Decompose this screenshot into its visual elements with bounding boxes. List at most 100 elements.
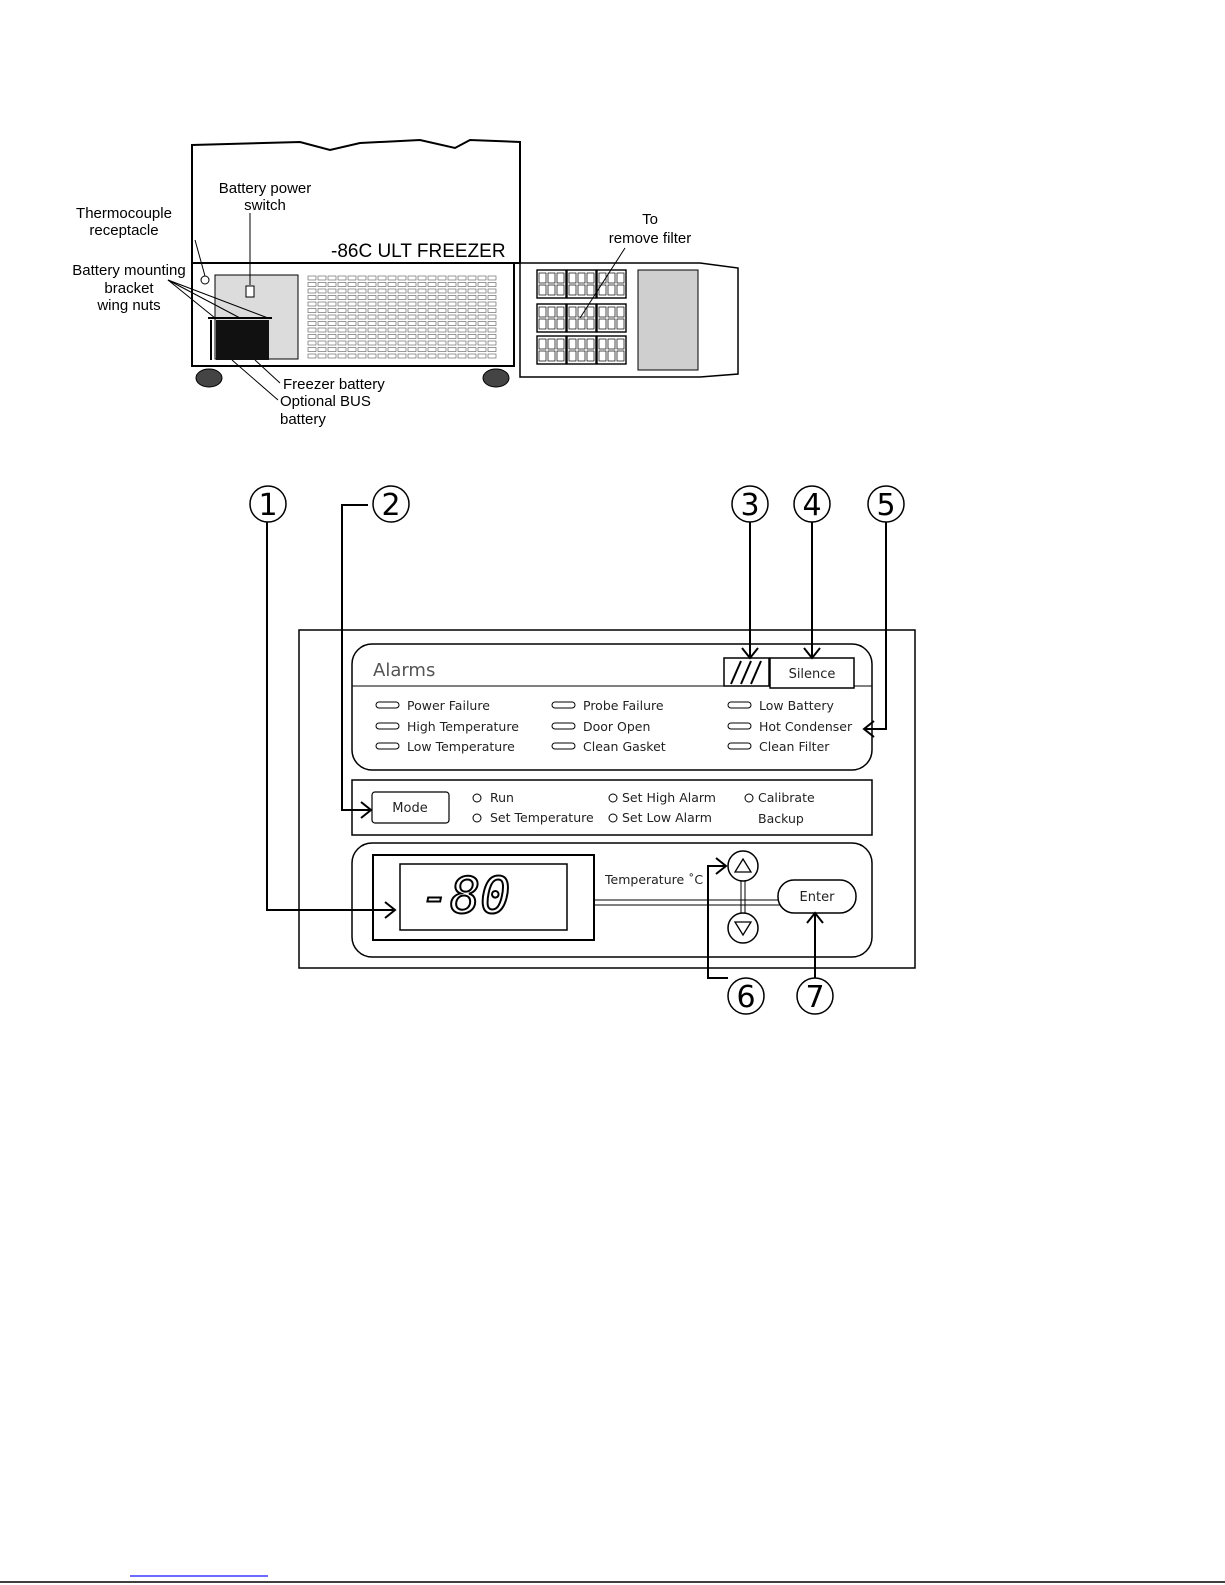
callout-5-number: 5 (876, 488, 895, 523)
grille-slot (487, 347, 497, 352)
run-indicator (472, 793, 482, 803)
grille-slot (327, 340, 337, 346)
grille-slot (347, 288, 357, 294)
grille-slot (477, 334, 487, 339)
bus-battery-label-1: Optional BUS (280, 393, 371, 410)
caster-right (482, 368, 510, 388)
grille-slot (427, 288, 437, 294)
grille-slot (337, 301, 347, 307)
bus-battery-label-2: battery (280, 411, 326, 428)
mode-button[interactable] (371, 791, 450, 824)
filter-cell (547, 318, 556, 330)
grille-slot (487, 301, 497, 307)
grille-slot (387, 353, 397, 359)
filter-cell (607, 306, 616, 318)
grille-slot (447, 282, 457, 287)
grille-slot (307, 308, 317, 313)
grille-slot (467, 353, 477, 359)
filter-cell (538, 338, 547, 350)
grille-slot (387, 347, 397, 352)
grille-slot (377, 321, 387, 326)
callout-6-leader (707, 865, 728, 979)
grille-slot (397, 295, 407, 300)
grille-slot (397, 301, 407, 307)
grille-slot (487, 282, 497, 287)
grille-slot (337, 353, 347, 359)
grille-slot (307, 301, 317, 307)
grille-slot (437, 301, 447, 307)
grille-slot (417, 288, 427, 294)
grille-slot (487, 340, 497, 346)
alarm-led (727, 701, 752, 709)
filter-cell (568, 284, 577, 296)
grille-slot (377, 275, 387, 281)
silence-button-label: Silence (789, 667, 836, 682)
grille-slot (477, 282, 487, 287)
grille-slot (467, 308, 477, 313)
grille-slot (307, 275, 317, 281)
temperature-unit-label: Temperature ˚C (604, 872, 703, 887)
mode-set-low-alarm: Set Low Alarm (622, 810, 712, 825)
grille-slot (317, 327, 327, 333)
filter-cell (556, 318, 565, 330)
silence-button[interactable] (769, 657, 855, 689)
grille-slot (347, 282, 357, 287)
grille-slot (487, 334, 497, 339)
grille-slot (347, 353, 357, 359)
filter-cell (547, 306, 556, 318)
grille-slot (407, 282, 417, 287)
grille-slot (477, 321, 487, 326)
grille-slot (367, 295, 377, 300)
up-arrow-button[interactable] (727, 850, 759, 882)
enter-button-label: Enter (800, 890, 836, 905)
grille-slot (457, 295, 467, 300)
down-arrow-button[interactable] (727, 912, 759, 944)
grille-slot (387, 327, 397, 333)
grille-slot (367, 347, 377, 352)
grille-slot (327, 321, 337, 326)
grille-slot (307, 321, 317, 326)
grille-slot (387, 301, 397, 307)
grille-slot (367, 301, 377, 307)
grille-slot (397, 308, 407, 313)
grille-slot (457, 321, 467, 326)
grille-slot (467, 288, 477, 294)
enter-button[interactable] (777, 879, 857, 914)
grille-slot (347, 347, 357, 352)
mode-backup: Backup (758, 811, 804, 826)
grille-slot (437, 314, 447, 320)
alarm-led (375, 742, 400, 750)
filter-cell (586, 284, 595, 296)
grille-slot (387, 334, 397, 339)
filter-cell (568, 272, 577, 284)
grille-slot (487, 308, 497, 313)
grille-slot (367, 353, 377, 359)
grille-slot (447, 301, 457, 307)
grille-slot (417, 301, 427, 307)
grille-slot (387, 295, 397, 300)
grille-slot (477, 288, 487, 294)
grille-slot (377, 314, 387, 320)
callout-6: 6 (727, 977, 765, 1015)
filter-cell (577, 272, 586, 284)
filter-cell (616, 272, 625, 284)
grille-slot (487, 321, 497, 326)
grille-slot (417, 327, 427, 333)
grille-slot (397, 288, 407, 294)
freezer-illustration: -86C ULT FREEZER Thermocouple receptacle… (72, 138, 739, 428)
grille-slot (337, 340, 347, 346)
freezer-battery-label: Freezer battery (283, 376, 385, 393)
filter-label-1: To (642, 211, 658, 228)
grille-slot (317, 288, 327, 294)
display-window (399, 863, 568, 931)
grille-slot (367, 321, 377, 326)
grille-slot (337, 288, 347, 294)
grille-slot (347, 334, 357, 339)
alarm-label: Power Failure (407, 698, 490, 713)
grille-slot (367, 340, 377, 346)
grille-slot (377, 301, 387, 307)
grille-slot (407, 288, 417, 294)
grille-slot (457, 327, 467, 333)
